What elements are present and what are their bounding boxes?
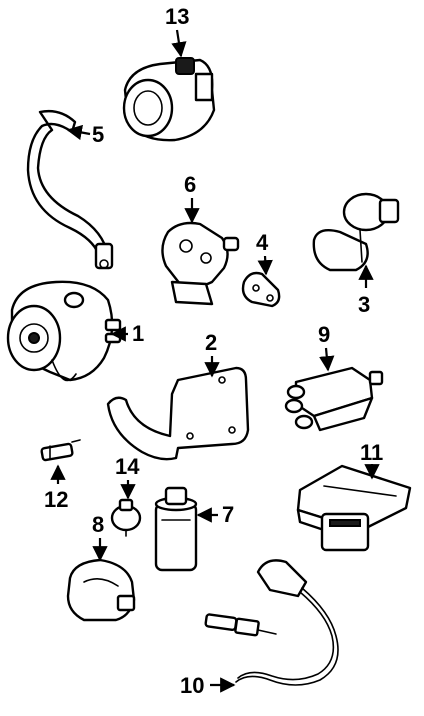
callout-5: 5 xyxy=(92,122,104,147)
callout-2: 2 xyxy=(205,330,217,355)
part-4-gasket xyxy=(241,271,281,308)
callout-10: 10 xyxy=(180,673,204,698)
part-5-tube-bracket xyxy=(26,109,114,270)
callout-1: 1 xyxy=(132,321,144,346)
part-8-sensor-housing xyxy=(66,558,136,622)
part-3-egr-valve xyxy=(312,192,400,272)
callout-13: 13 xyxy=(165,4,189,29)
part-14-valve xyxy=(110,498,142,537)
part-2-bracket xyxy=(106,366,250,461)
callout-11: 11 xyxy=(360,440,383,465)
callout-14: 14 xyxy=(115,454,140,479)
part-1-alternator xyxy=(6,280,122,382)
part-9-coil-pack xyxy=(284,366,384,432)
part-10-oxygen-sensor xyxy=(204,559,339,686)
callout-3: 3 xyxy=(358,292,370,317)
part-13-airflow-sensor xyxy=(122,57,216,142)
callout-9: 9 xyxy=(318,322,330,347)
callout-12: 12 xyxy=(44,487,68,512)
callout-6: 6 xyxy=(184,172,196,197)
callout-8: 8 xyxy=(92,512,104,537)
callout-7: 7 xyxy=(222,502,234,527)
callout-4: 4 xyxy=(256,230,269,255)
part-7-canister xyxy=(154,486,198,572)
part-12-sensor xyxy=(40,439,81,462)
part-11-control-module xyxy=(296,464,412,552)
part-6-valve-assembly xyxy=(161,221,240,306)
